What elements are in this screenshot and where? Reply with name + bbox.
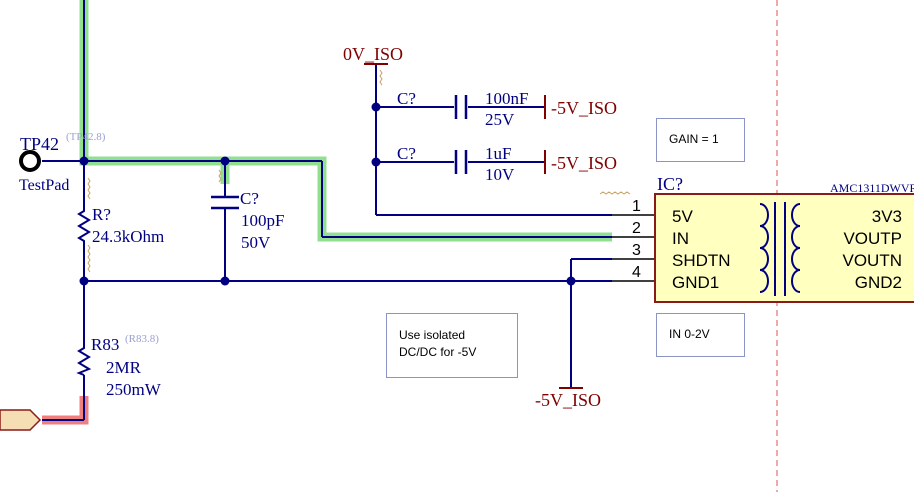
erc-marker-squiggles bbox=[87, 69, 631, 273]
resistor-r83-hint: (R83.8) bbox=[125, 333, 159, 345]
capacitor-top1-value: 100nF bbox=[485, 89, 528, 108]
capacitor-top2-value: 1uF bbox=[485, 144, 511, 163]
ic-pin-number-4: 4 bbox=[632, 264, 641, 281]
capacitor-filter-designator: C? bbox=[240, 189, 259, 208]
power-port-neg5v-2-label: -5V_ISO bbox=[551, 153, 617, 173]
resistor-r-value: 24.3kOhm bbox=[92, 227, 164, 246]
resistor-r83-value: 2MR bbox=[106, 358, 142, 377]
note-isolated-line1: Use isolated bbox=[399, 328, 466, 342]
ic-pin-in: IN bbox=[672, 229, 689, 248]
capacitor-top1-designator: C? bbox=[397, 89, 416, 108]
ic-pin-gnd2: GND2 bbox=[855, 273, 902, 292]
capacitor-filter-value: 100pF bbox=[241, 211, 284, 230]
ic-pin-3v3: 3V3 bbox=[872, 207, 902, 226]
resistor-r-symbol[interactable] bbox=[77, 205, 91, 245]
power-port-neg5v-bottom-label: -5V_ISO bbox=[535, 390, 601, 410]
highlighted-net-red bbox=[42, 396, 89, 425]
resistor-r83-symbol[interactable] bbox=[76, 343, 92, 376]
junction-dots bbox=[79, 102, 576, 286]
ic-pin-stubs bbox=[612, 214, 655, 282]
note-isolated-line2: DC/DC for -5V bbox=[399, 345, 477, 359]
capacitor-top2-designator: C? bbox=[397, 144, 416, 163]
testpoint-comment: TestPad bbox=[19, 177, 69, 194]
ic-pin-shdtn: SHDTN bbox=[672, 251, 731, 270]
testpoint-hint: (TP42.8) bbox=[66, 131, 106, 143]
capacitor-top1-symbol[interactable] bbox=[454, 95, 468, 119]
highlighted-net-green bbox=[79, 0, 612, 242]
power-port-0v-iso-label: 0V_ISO bbox=[343, 44, 403, 64]
resistor-r-designator: R? bbox=[92, 205, 111, 224]
power-port-neg5v-1-label: -5V_ISO bbox=[551, 98, 617, 118]
resistor-r83-designator: R83 bbox=[91, 335, 119, 354]
capacitor-top2-symbol[interactable] bbox=[454, 150, 468, 174]
ic-pin-gnd1: GND1 bbox=[672, 273, 719, 292]
ic-pin-number-2: 2 bbox=[632, 220, 641, 237]
ic-pin-voutn: VOUTN bbox=[843, 251, 903, 270]
note-gain-text: GAIN = 1 bbox=[669, 132, 719, 146]
note-input-range-text: IN 0-2V bbox=[669, 327, 710, 341]
testpoint-designator: TP42 bbox=[20, 134, 59, 154]
note-input-range[interactable]: IN 0-2V bbox=[656, 313, 745, 357]
ic-designator: IC? bbox=[657, 174, 683, 194]
ic-pin-voutp: VOUTP bbox=[843, 229, 902, 248]
note-isolated-dcdc[interactable]: Use isolated DC/DC for -5V bbox=[386, 313, 518, 378]
capacitor-top1-voltage: 25V bbox=[485, 110, 515, 129]
isolation-transformer-icon bbox=[759, 202, 801, 296]
ic-pin-number-1: 1 bbox=[632, 198, 641, 215]
capacitor-filter-symbol[interactable] bbox=[211, 195, 239, 210]
ic-part-number: AMC1311DWVR bbox=[830, 181, 914, 195]
capacitor-top2-voltage: 10V bbox=[485, 165, 515, 184]
resistor-r83-power: 250mW bbox=[106, 380, 162, 399]
ic-pin-5v: 5V bbox=[672, 207, 693, 226]
sheet-entry-port[interactable] bbox=[0, 409, 42, 431]
capacitor-filter-voltage: 50V bbox=[241, 233, 271, 252]
testpoint-pad[interactable] bbox=[19, 150, 41, 172]
wires bbox=[42, 0, 612, 421]
ic-pin-number-3: 3 bbox=[632, 242, 641, 259]
note-gain[interactable]: GAIN = 1 bbox=[656, 118, 745, 162]
